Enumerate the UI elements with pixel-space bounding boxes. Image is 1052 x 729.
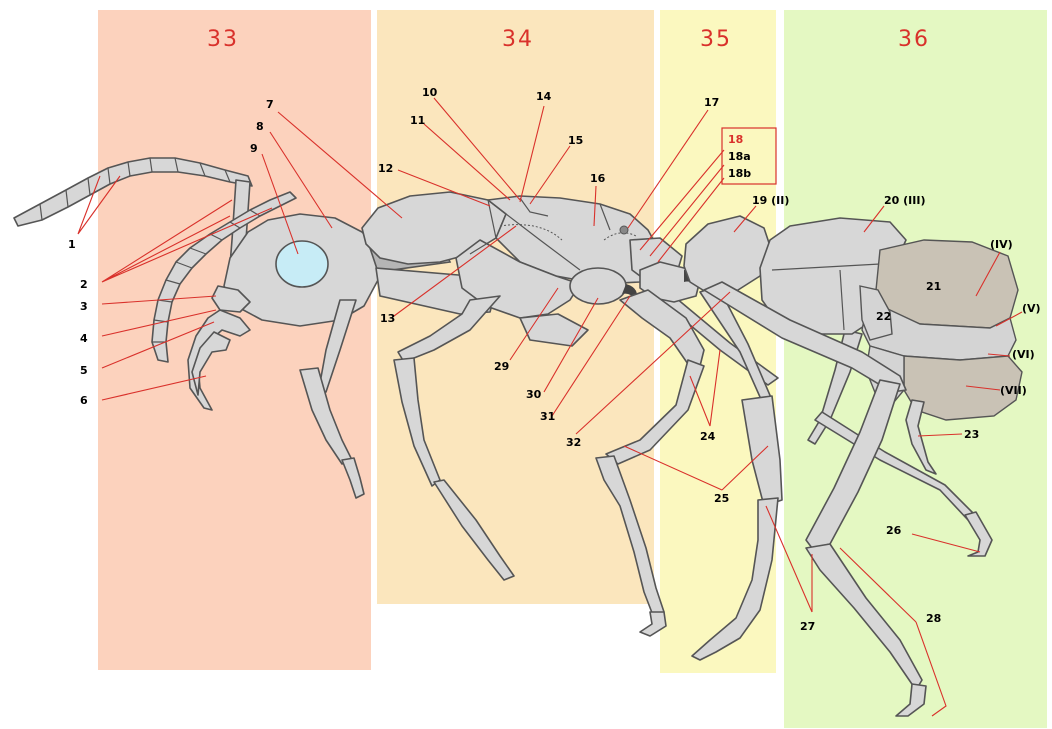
- label-20: 20 (III): [884, 194, 925, 207]
- label-21: 21: [926, 280, 941, 293]
- label-1: 1: [68, 238, 76, 251]
- label-16: 16: [590, 172, 606, 185]
- label-13: 13: [380, 312, 395, 325]
- label-3: 3: [80, 300, 88, 313]
- label-23: 23: [964, 428, 979, 441]
- label-6: 6: [80, 394, 88, 407]
- label-V: (V): [1022, 302, 1041, 315]
- label-8: 8: [256, 120, 264, 133]
- label-27: 27: [800, 620, 815, 633]
- label-25: 25: [714, 492, 729, 505]
- label-11: 11: [410, 114, 425, 127]
- label-10: 10: [422, 86, 438, 99]
- label-24: 24: [700, 430, 716, 443]
- label-22: 22: [876, 310, 891, 323]
- label-7: 7: [266, 98, 274, 111]
- label-31: 31: [540, 410, 555, 423]
- region-mesosoma-title: 34: [502, 27, 534, 52]
- region-head-title: 33: [207, 27, 239, 52]
- label-9: 9: [250, 142, 258, 155]
- label-15: 15: [568, 134, 583, 147]
- label-VII: (VII): [1000, 384, 1027, 397]
- region-gaster-title: 36: [898, 27, 930, 52]
- label-29: 29: [494, 360, 509, 373]
- label-28: 28: [926, 612, 941, 625]
- label-18b: 18b: [728, 167, 751, 180]
- compound-eye: [276, 241, 328, 287]
- label-19: 19 (II): [752, 194, 789, 207]
- label-17: 17: [704, 96, 719, 109]
- label-30: 30: [526, 388, 542, 401]
- label-5: 5: [80, 364, 88, 377]
- label-IV: (IV): [990, 238, 1013, 251]
- label-4: 4: [80, 332, 88, 345]
- label-26: 26: [886, 524, 902, 537]
- label-18a: 18a: [728, 150, 751, 163]
- propodeal-spiracle: [620, 226, 628, 234]
- label-32: 32: [566, 436, 581, 449]
- label-2: 2: [80, 278, 88, 291]
- label-12: 12: [378, 162, 393, 175]
- label-VI: (VI): [1012, 348, 1035, 361]
- label-18: 18: [728, 133, 743, 146]
- label-14: 14: [536, 90, 552, 103]
- region-petiole-title: 35: [700, 27, 732, 52]
